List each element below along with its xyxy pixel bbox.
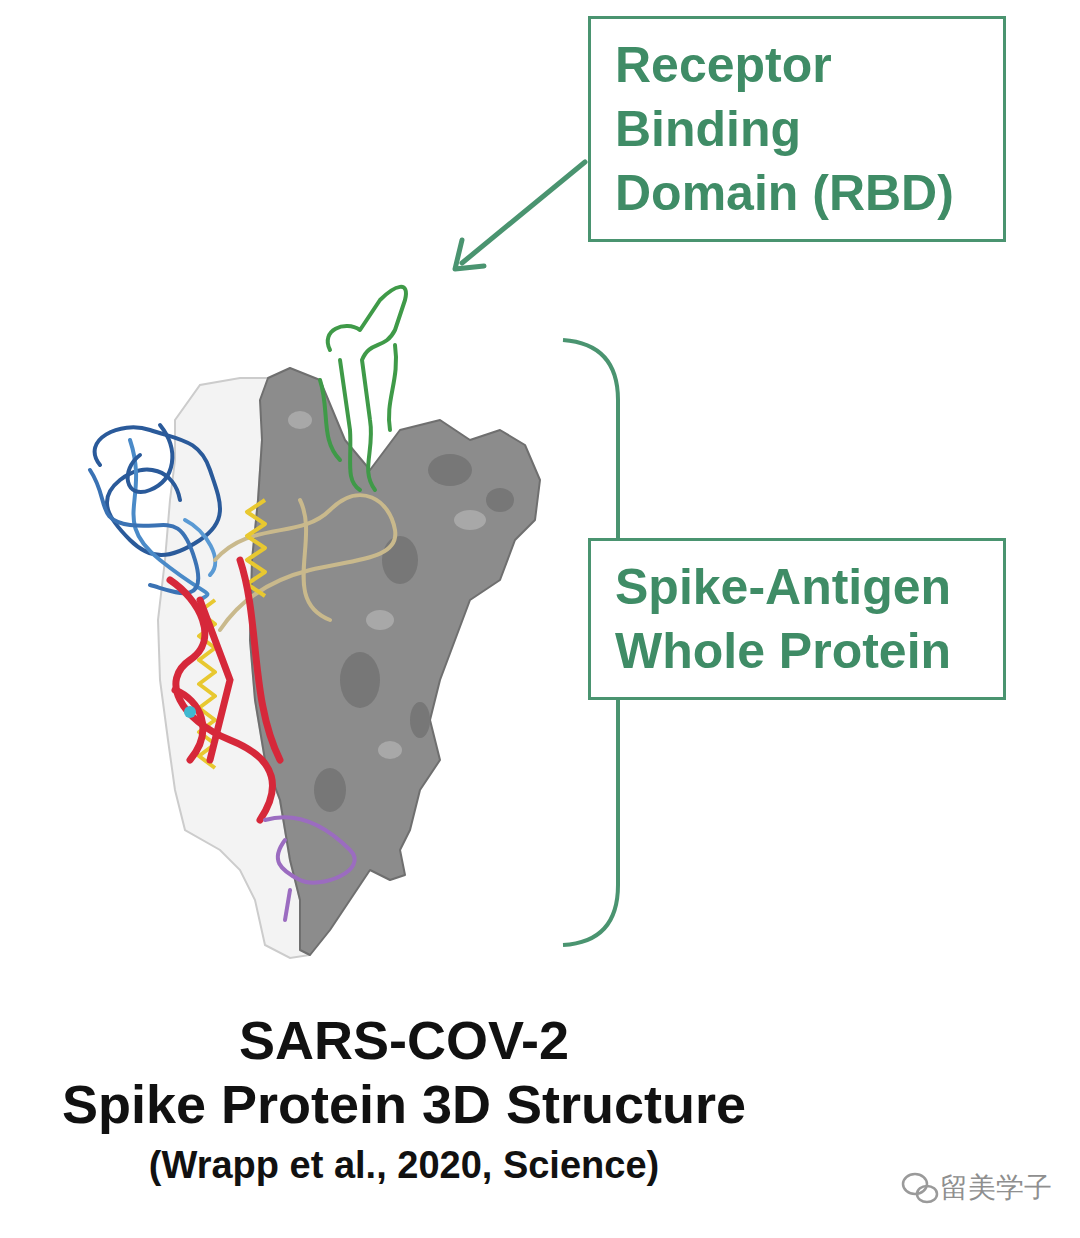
figure-caption: SARS-COV-2 Spike Protein 3D Structure — [40, 1008, 768, 1136]
callout-box: Spike-Antigen Whole Protein — [588, 538, 1006, 700]
watermark: 留美学子 — [940, 1170, 1052, 1206]
purple-ribbon — [265, 817, 355, 920]
citation: (Wrapp et al., 2020, Science) — [40, 1143, 768, 1187]
cyan-dot — [184, 706, 196, 718]
ntd-ribbon — [90, 425, 220, 600]
surface-texture — [314, 454, 514, 812]
wrap-spacer — [40, 1008, 199, 1058]
callout-text: Receptor Binding Domain (RBD) — [615, 33, 979, 225]
rbd-ribbon — [320, 287, 406, 490]
wechat-icon — [903, 1174, 937, 1202]
s2-ribbon — [170, 560, 280, 820]
wrap-spacer — [609, 1008, 768, 1058]
surface-highlight — [288, 411, 486, 759]
surface-grey — [250, 368, 540, 955]
leader-arrow — [455, 162, 585, 269]
callout-box: Receptor Binding Domain (RBD) — [588, 16, 1006, 242]
caption-text: SARS-COV-2 Spike Protein 3D Structure — [62, 1010, 746, 1134]
callout-text: Spike-Antigen Whole Protein — [615, 555, 979, 683]
